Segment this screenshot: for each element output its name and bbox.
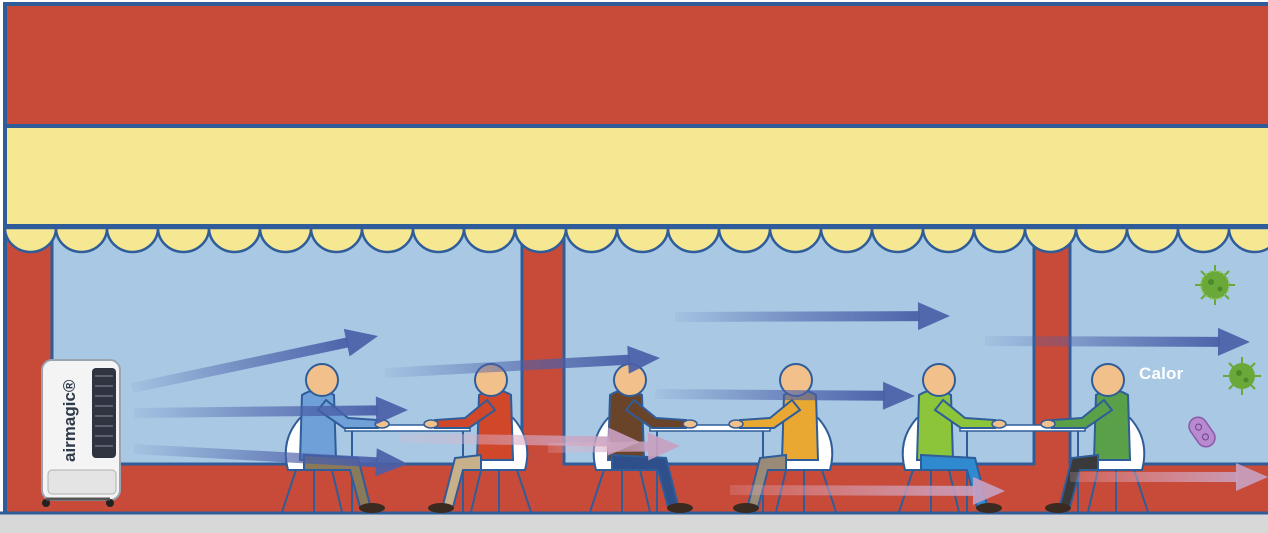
brand-logo: airmagic®	[60, 379, 79, 462]
virus-icon	[1195, 265, 1235, 305]
awning-band	[5, 126, 1268, 226]
air-cooler: airmagic®	[42, 360, 120, 507]
heat-label: Calor	[1139, 364, 1183, 384]
sidewalk	[0, 513, 1268, 533]
